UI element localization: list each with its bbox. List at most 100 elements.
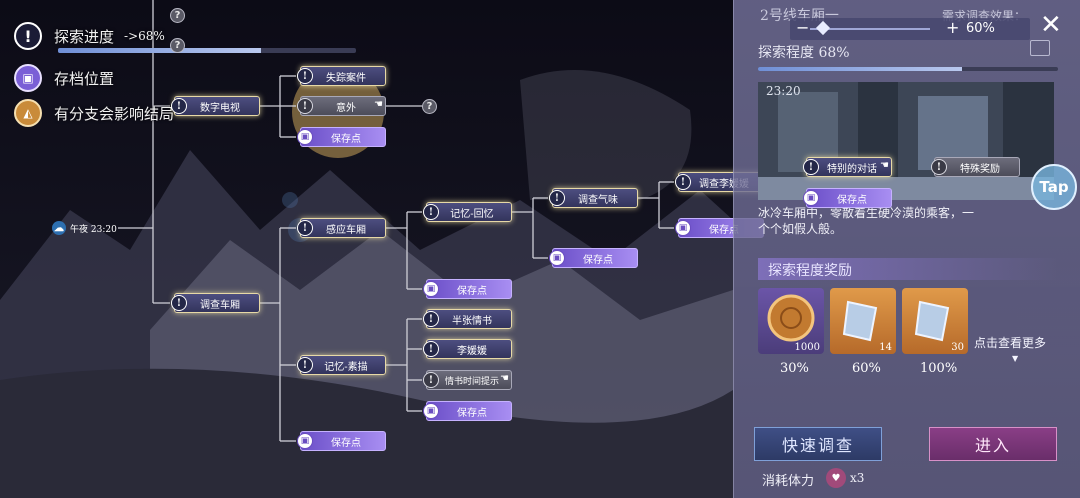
exclamation-icon: !	[423, 341, 439, 357]
node-label: 保存点	[709, 224, 739, 236]
carriage-info-panel: 2号线车厢一 需求调查效果： 探索程度 68% 23:20 冰冷车厢中，零散着生…	[733, 0, 1080, 498]
reward-count: 14	[879, 342, 892, 353]
reward-item-coin[interactable]: 1000	[758, 288, 824, 354]
heart-stamina-icon: ♥	[826, 468, 846, 488]
node-missing-case[interactable]: ! 失踪案件	[297, 66, 386, 86]
coin-icon	[767, 294, 815, 342]
node-label: 情书时间提示	[444, 376, 499, 387]
node-accident[interactable]: ! 意外 ☚	[297, 96, 386, 116]
legend-progress-value: ->68%	[124, 29, 165, 43]
node-label: 意外	[336, 102, 356, 114]
reward-item-crystal-2[interactable]: 30	[902, 288, 968, 354]
stamina-count: x3	[850, 471, 865, 485]
caret-down-icon: ▼	[1012, 354, 1019, 363]
unknown-node-accident[interactable]: ?	[422, 99, 437, 114]
exclamation-icon: !	[423, 372, 439, 388]
exclamation-icon: !	[297, 220, 313, 236]
legend-save-label: 存档位置	[54, 69, 115, 88]
node-label: 记忆-素描	[324, 361, 368, 373]
node-label: 特别的对话	[827, 163, 877, 175]
node-label: 失踪案件	[326, 72, 366, 84]
tap-label: Tap	[1039, 178, 1069, 196]
reward-title: 探索程度奖励	[768, 263, 852, 279]
node-save-1[interactable]: ▣ 保存点	[297, 127, 386, 147]
reward-percent: 100%	[920, 361, 958, 376]
node-investigate-air[interactable]: ! 调查气味	[549, 188, 638, 208]
node-label: 保存点	[331, 437, 361, 449]
cloud-moon-icon: ☁	[52, 221, 66, 235]
node-sense-carriage[interactable]: ! 感应车厢	[297, 218, 386, 238]
crystal-icon	[914, 300, 950, 342]
node-special-dialog[interactable]: ! 特别的对话 ☚	[803, 157, 892, 177]
exclamation-icon: !	[549, 190, 565, 206]
reward-item-crystal[interactable]: 14	[830, 288, 896, 354]
legend-branch-label: 有分支会影响结局	[54, 104, 175, 123]
node-label: 李媛媛	[457, 345, 487, 357]
zoom-value: 60%	[966, 21, 995, 36]
node-memory-past[interactable]: ! 记忆-回忆	[423, 202, 512, 222]
exclamation-icon: !	[423, 204, 439, 220]
node-letter-hint[interactable]: ! 情书时间提示 ☚	[423, 370, 512, 390]
exclamation-icon: !	[297, 357, 313, 373]
save-box-icon: ▣	[803, 190, 819, 206]
close-button[interactable]: ✕	[1040, 12, 1062, 38]
node-label: 调查车厢	[200, 299, 240, 311]
panel-description-line-1: 冰冷车厢中，零散着生硬冷漠的乘客，一	[758, 206, 975, 220]
see-more-link[interactable]: 点击查看更多	[974, 336, 1047, 350]
node-investigate-carriage[interactable]: ! 调查车厢	[171, 293, 260, 313]
node-save-5[interactable]: ▣ 保存点	[549, 248, 638, 268]
unknown-node-top[interactable]: ?	[170, 8, 185, 23]
node-start[interactable]: ☁ 午夜 23:20	[52, 218, 132, 238]
zoom-in-button[interactable]: +	[946, 18, 960, 37]
node-label: 调查气味	[578, 194, 618, 206]
hand-pointer-icon: ☚	[374, 99, 383, 110]
legend-progress-label: 探索进度	[54, 27, 115, 46]
scene-time: 23:20	[766, 84, 801, 98]
exclamation-icon: !	[931, 159, 947, 175]
enter-button[interactable]: 进入	[929, 427, 1057, 461]
node-special-reward[interactable]: ! 特殊奖励	[931, 157, 1020, 177]
unknown-node-top-2[interactable]: ?	[170, 38, 185, 53]
tap-floating-button[interactable]: Tap	[1031, 164, 1077, 210]
node-start-label: 午夜 23:20	[70, 224, 117, 235]
node-save-4[interactable]: ▣ 保存点	[297, 431, 386, 451]
node-digital-tv[interactable]: ! 数字电视	[171, 96, 260, 116]
branch-sail-icon: ◭	[14, 99, 42, 127]
node-label: 调查李媛媛	[699, 178, 749, 190]
reward-count: 1000	[794, 342, 820, 353]
legend-progress: ! 探索进度 ->68%	[14, 22, 165, 50]
stamina-label: 消耗体力	[762, 474, 815, 489]
exclamation-icon: !	[171, 295, 187, 311]
exclamation-icon: !	[675, 174, 691, 190]
node-save-3[interactable]: ▣ 保存点	[423, 401, 512, 421]
node-save-2[interactable]: ▣ 保存点	[423, 279, 512, 299]
crystal-icon	[842, 300, 878, 342]
quick-investigate-button[interactable]: 快速调查	[754, 427, 882, 461]
node-label: 半张情书	[452, 315, 492, 327]
exclamation-icon: !	[423, 311, 439, 327]
node-label: 记忆-回忆	[450, 208, 494, 220]
exclamation-icon: !	[171, 98, 187, 114]
node-li-yuanyuan[interactable]: ! 李媛媛	[423, 339, 512, 359]
legend-branch: ◭ 有分支会影响结局	[14, 99, 174, 127]
zoom-slider-thumb[interactable]	[815, 20, 831, 36]
legend-progress-bar	[58, 48, 356, 53]
save-box-icon: ▣	[423, 403, 439, 419]
zoom-out-button[interactable]: −	[796, 18, 810, 37]
panel-settings-icon[interactable]	[1030, 40, 1050, 56]
save-box-icon: ▣	[297, 433, 313, 449]
node-save-7[interactable]: ▣ 保存点	[803, 188, 892, 208]
node-letter-half[interactable]: ! 半张情书	[423, 309, 512, 329]
node-label: 感应车厢	[326, 224, 366, 236]
save-box-icon: ▣	[423, 281, 439, 297]
zoom-control: − + 60%	[790, 18, 1030, 40]
zoom-slider-track[interactable]	[810, 20, 930, 36]
reward-percent: 60%	[852, 361, 881, 376]
node-memory-sketch[interactable]: ! 记忆-素描	[297, 355, 386, 375]
reward-percent: 30%	[780, 361, 809, 376]
exclamation-icon: !	[297, 98, 313, 114]
save-box-icon: ▣	[549, 250, 565, 266]
node-label: 保存点	[583, 254, 613, 266]
scene-thumbnail: 23:20	[758, 82, 1054, 200]
